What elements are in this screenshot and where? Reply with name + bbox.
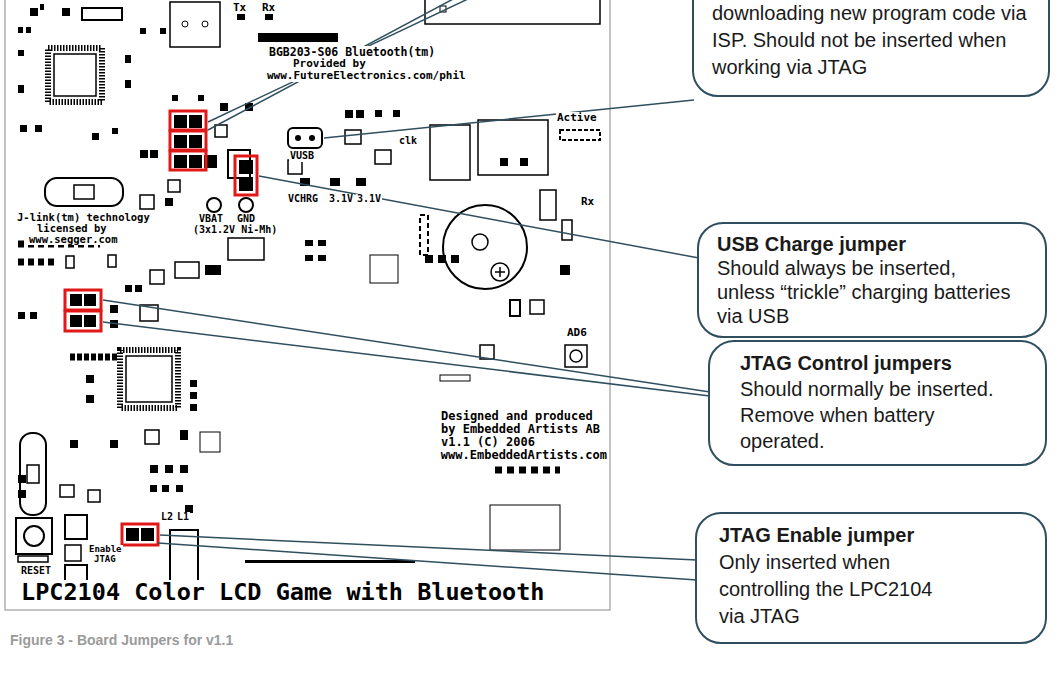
board-title: LPC2104 Color LCD Game with Bluetooth [20, 580, 545, 605]
silkscreen-text: licensed by [36, 223, 108, 234]
pin-name: VBAT [198, 214, 224, 225]
button-name: RESET [20, 566, 52, 577]
callout-box: JTAG Control jumpersShould normally be i… [708, 340, 1047, 466]
led-name: Active [556, 112, 598, 124]
callout-heading: JTAG Control jumpers [740, 350, 995, 376]
module-name: BGB203-S06 Bluetooth(tm) [268, 46, 436, 58]
version-text: v1.1 (C) 2006 [440, 436, 536, 449]
jumper-highlight [65, 111, 257, 545]
callout-heading: USB Charge jumper [717, 232, 1017, 256]
jumper-name: VUSB [289, 151, 315, 162]
url-text: www.EmbeddedArtists.com [440, 449, 608, 462]
callout-heading: JTAG Enable jumper [719, 522, 944, 549]
callout-text: downloading new program code via ISP. Sh… [712, 0, 1034, 81]
callout-text: Should normally be inserted. Remove when… [740, 376, 995, 454]
callout-box: downloading new program code via ISP. Sh… [692, 0, 1050, 97]
url-text: www.segger.com [28, 234, 119, 245]
jumper-name: Enable [88, 545, 123, 554]
callout-box: JTAG Enable jumperOnly inserted when con… [695, 512, 1047, 644]
silkscreen-text: Provided by [292, 58, 367, 70]
led-name: L1 [176, 512, 190, 523]
signal-name: AD6 [566, 327, 588, 339]
signal-name: Rx [261, 2, 276, 14]
jumper-name: JTAG [93, 555, 117, 564]
silkscreen-text: Designed and produced [440, 410, 594, 423]
signal-name: Tx [232, 2, 247, 14]
board-outline [5, 0, 610, 610]
board-parts [16, 0, 600, 582]
voltage-label: 3.1V [356, 194, 382, 205]
figure-caption: Figure 3 - Board Jumpers for v1.1 [10, 632, 233, 648]
url-text: www.FutureElectronics.com/phil [266, 70, 467, 82]
led-name: L2 [160, 512, 174, 523]
callout-text: Should always be inserted, unless “trick… [717, 256, 1017, 328]
callout-box: USB Charge jumperShould always be insert… [697, 222, 1047, 338]
leader-line [103, 0, 710, 580]
silkscreen-text: by Embedded Artists AB [440, 423, 601, 436]
battery-note: (3x1.2V Ni-Mh) [192, 225, 278, 236]
silkscreen-text: J-link(tm) technology [16, 212, 151, 223]
led-name: Rx [580, 196, 595, 208]
voltage-label: 3.1V [328, 194, 354, 205]
signal-name: clk [398, 136, 418, 147]
pin-name: GND [236, 214, 256, 225]
pin-name: VCHRG [287, 194, 319, 205]
callout-text: Only inserted when controlling the LPC21… [719, 549, 944, 630]
